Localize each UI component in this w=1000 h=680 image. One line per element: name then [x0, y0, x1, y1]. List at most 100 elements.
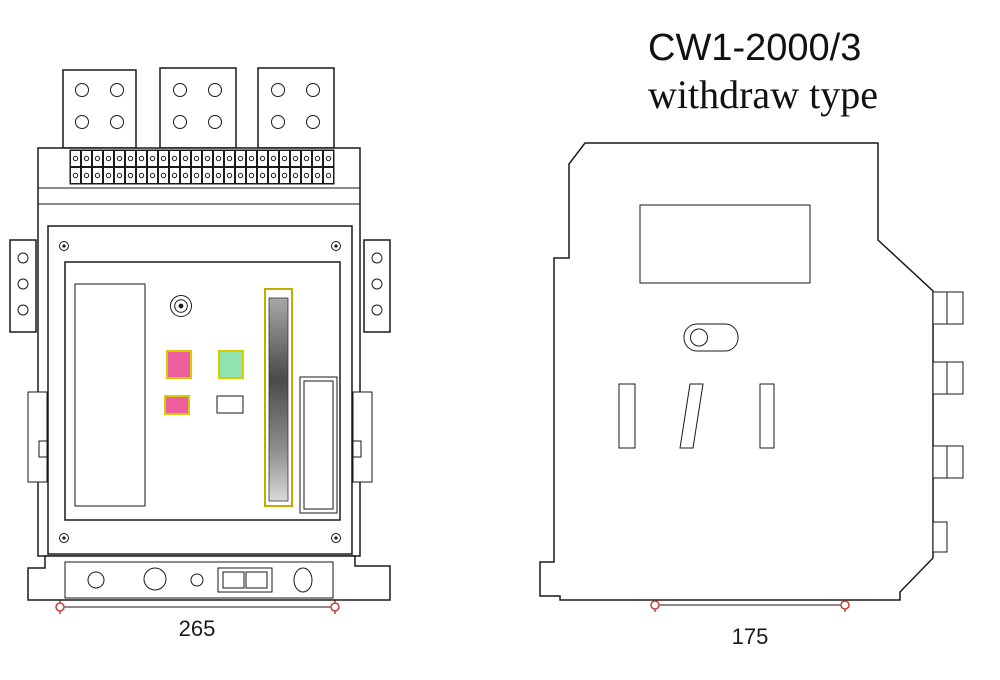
charging-knob[interactable] — [170, 295, 192, 317]
slot-gradient-window — [268, 297, 289, 502]
label-inner — [303, 380, 334, 510]
terminal-block-left — [62, 69, 137, 149]
rail-plate — [27, 391, 48, 483]
screw-dot — [62, 536, 66, 540]
handle-slot — [683, 323, 739, 352]
base-hole-small — [87, 571, 105, 589]
position-indicator-window — [217, 567, 273, 593]
model-number-text: CW1-2000/3 — [648, 27, 861, 69]
front-width-dimension-label: 265 — [179, 616, 216, 641]
terminal-hole — [271, 115, 285, 129]
base-oval-hole — [293, 567, 313, 593]
terminal-strip-row-top — [70, 150, 334, 167]
terminal-block-body — [257, 67, 335, 149]
terminal-hole — [110, 83, 124, 97]
terminal-hole — [110, 115, 124, 129]
dimension-marker — [650, 600, 660, 610]
screw-ring — [59, 241, 69, 251]
knob-outer-ring — [170, 295, 192, 317]
side-profile-outline — [539, 142, 934, 601]
bracket-plate — [9, 239, 37, 333]
side-depth-dimension-label: 175 — [732, 624, 769, 649]
rail-notch — [38, 440, 48, 458]
dimension-marker — [55, 602, 65, 612]
knob-center-dot — [178, 303, 184, 309]
terminal-hole — [271, 83, 285, 97]
guide-rail-left — [27, 391, 48, 483]
vent-slot-middle-slanted — [679, 383, 704, 449]
rear-foot-right — [932, 521, 948, 553]
side-dimension: 175 — [650, 600, 850, 649]
terminal-hole — [75, 83, 89, 97]
rear-terminal-stub-top — [932, 291, 964, 325]
faceplate-window-left — [74, 283, 146, 507]
panel-screw-top-left — [59, 241, 69, 251]
bracket-hole — [17, 304, 29, 316]
rail-notch — [352, 440, 362, 458]
base-hole-tiny — [190, 573, 204, 587]
terminal-hole — [208, 115, 222, 129]
secondary-terminal-strip — [69, 149, 335, 185]
handle-cutout — [683, 323, 739, 352]
vent-slot-left — [618, 383, 636, 449]
terminal-strip-row-bottom — [70, 167, 334, 184]
panel-screw-bottom-left — [59, 533, 69, 543]
terminal-strip-frame — [69, 149, 335, 185]
rating-label-panel — [299, 376, 338, 514]
terminal-hole — [306, 83, 320, 97]
handle-pivot-hole — [690, 328, 708, 347]
indicator-window-cell — [222, 571, 245, 589]
operation-slot — [264, 288, 293, 507]
terminal-hole — [75, 115, 89, 129]
screw-dot — [334, 536, 338, 540]
front-view: 265 — [9, 67, 391, 641]
stub-body — [932, 445, 964, 479]
side-bracket-right — [363, 239, 391, 333]
terminal-block-body — [62, 69, 137, 149]
bracket-hole — [371, 304, 383, 316]
bracket-plate — [363, 239, 391, 333]
drawing-title: CW1-2000/3 withdraw type — [648, 27, 878, 117]
rear-terminal-stub-bottom — [932, 445, 964, 479]
bracket-hole — [17, 252, 29, 264]
terminal-block-right — [257, 67, 335, 149]
indicator-button-green[interactable] — [218, 350, 244, 379]
indicator-window-cell — [245, 571, 268, 589]
side-top-recess — [639, 204, 811, 284]
front-dimension: 265 — [55, 600, 340, 641]
base-control-strip — [64, 561, 334, 599]
bracket-hole — [371, 252, 383, 264]
terminal-block-middle — [159, 67, 237, 149]
screw-dot — [62, 244, 66, 248]
rear-terminal-stub-middle — [932, 361, 964, 395]
dimension-marker — [840, 600, 850, 610]
knob-inner-ring — [174, 299, 188, 313]
stub-body — [932, 291, 964, 325]
terminal-hole — [306, 115, 320, 129]
bracket-hole — [371, 278, 383, 290]
vent-slot-right — [759, 383, 775, 449]
dimension-marker — [330, 602, 340, 612]
terminal-hole — [173, 115, 187, 129]
panel-screw-top-right — [331, 241, 341, 251]
indicator-button-pink-small[interactable] — [164, 395, 190, 415]
rail-plate — [352, 391, 373, 483]
stub-body — [932, 361, 964, 395]
terminal-hole — [208, 83, 222, 97]
side-bracket-left — [9, 239, 37, 333]
screw-ring — [331, 241, 341, 251]
screw-dot — [334, 244, 338, 248]
side-view: 175 — [539, 142, 964, 649]
guide-rail-right — [352, 391, 373, 483]
terminal-block-body — [159, 67, 237, 149]
panel-screw-bottom-right — [331, 533, 341, 543]
bracket-hole — [17, 278, 29, 290]
nameplate-small — [216, 395, 244, 414]
type-text: withdraw type — [648, 72, 878, 117]
indicator-button-pink-large[interactable] — [166, 350, 192, 379]
terminal-hole — [173, 83, 187, 97]
ventilation-slots — [618, 383, 775, 449]
racking-handle-socket[interactable] — [143, 567, 167, 591]
